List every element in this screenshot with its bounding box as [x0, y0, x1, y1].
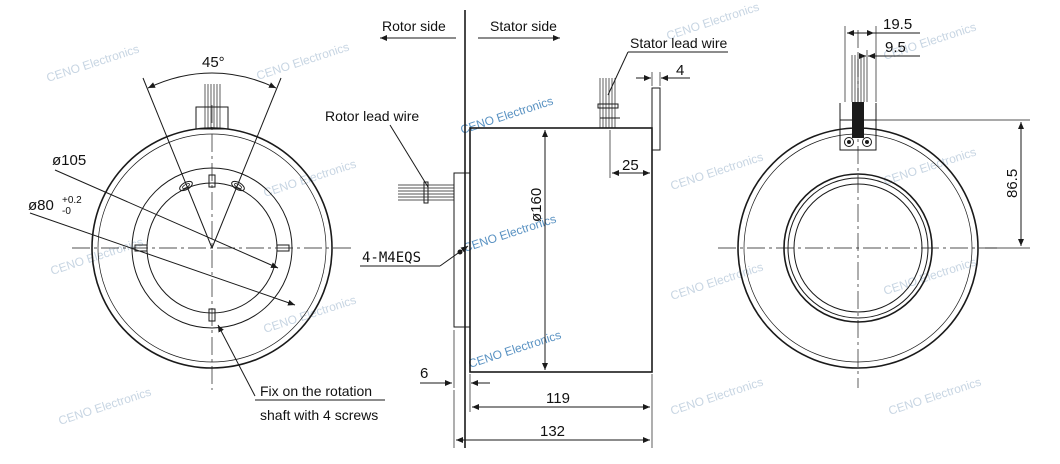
slot-top [208, 174, 216, 188]
slot-bottom [208, 308, 216, 322]
d105-leader [54, 169, 279, 269]
d105-label: ø105 [52, 152, 86, 169]
middle-view: Rotor side Stator side Rotor lead wire [325, 10, 728, 448]
watermark: CENO Electronics [669, 375, 765, 418]
angle-arc [147, 72, 277, 89]
stator-bracket-top [839, 103, 877, 151]
angle-line-right [211, 77, 282, 249]
watermark: CENO Electronics [669, 260, 765, 303]
d80-tol-upper: +0.2 [62, 195, 82, 206]
watermark: CENO Electronics [57, 385, 153, 428]
slot-left [134, 244, 148, 252]
right-view: 19.5 9.5 86.5 [718, 16, 1030, 388]
stator-lead-leader [607, 51, 629, 96]
d80-tol-lower: -0 [62, 206, 71, 217]
right-wire-bundle [851, 55, 865, 102]
stator-lead-label: Stator lead wire [630, 35, 727, 51]
fix-note-line1: Fix on the rotation [260, 383, 372, 399]
watermark: CENO Electronics [49, 235, 145, 278]
rotor-lead-leader [389, 124, 429, 188]
angle-label: 45° [202, 54, 225, 71]
dim-19-5: 19.5 [883, 16, 912, 33]
stator-cable-block [852, 102, 864, 138]
d80-label: ø80 [28, 197, 54, 214]
watermark: CENO Electronics [255, 40, 351, 83]
watermark: CENO Electronics [459, 94, 555, 137]
dim-9-5: 9.5 [885, 39, 906, 56]
watermark: CENO Electronics [467, 328, 563, 371]
watermark: CENO Electronics [262, 293, 358, 336]
rotor-wire-bundle [398, 184, 454, 201]
screw-hole-right [231, 180, 245, 192]
rotor-flange [453, 172, 471, 328]
watermark: CENO Electronics [45, 42, 141, 85]
dim-132: 132 [540, 423, 565, 440]
watermark: CENO Electronics [669, 150, 765, 193]
angle-line-left [142, 77, 213, 249]
screw-hole-left [179, 180, 193, 192]
stator-side-label: Stator side [490, 18, 557, 34]
fix-note-line2: shaft with 4 screws [260, 407, 378, 423]
dim-25: 25 [622, 157, 639, 174]
stator-bracket [651, 87, 661, 151]
rotor-lead-label: Rotor lead wire [325, 108, 419, 124]
dim-119: 119 [546, 390, 570, 407]
dim-86-5: 86.5 [1004, 169, 1021, 198]
rotor-side-label: Rotor side [382, 18, 446, 34]
watermark: CENO Electronics [887, 375, 983, 418]
d80-leader [29, 212, 296, 306]
fix-note-leader [217, 324, 256, 397]
left-wire-bracket [195, 106, 229, 130]
dim-6: 6 [420, 365, 428, 382]
mounting-slots [134, 174, 290, 322]
left-view: 45° ø105 ø80 +0.2 -0 Fix on the rotation… [28, 54, 385, 423]
left-wire-bundle [204, 84, 221, 128]
stator-wire-bundle [599, 78, 616, 128]
dim-d160: ø160 [528, 188, 545, 222]
screw-spec-label: 4-M4EQS [362, 250, 421, 266]
dim-4: 4 [676, 62, 684, 79]
slot-right [276, 244, 290, 252]
watermarks: CENO Electronics CENO Electronics CENO E… [45, 0, 983, 428]
